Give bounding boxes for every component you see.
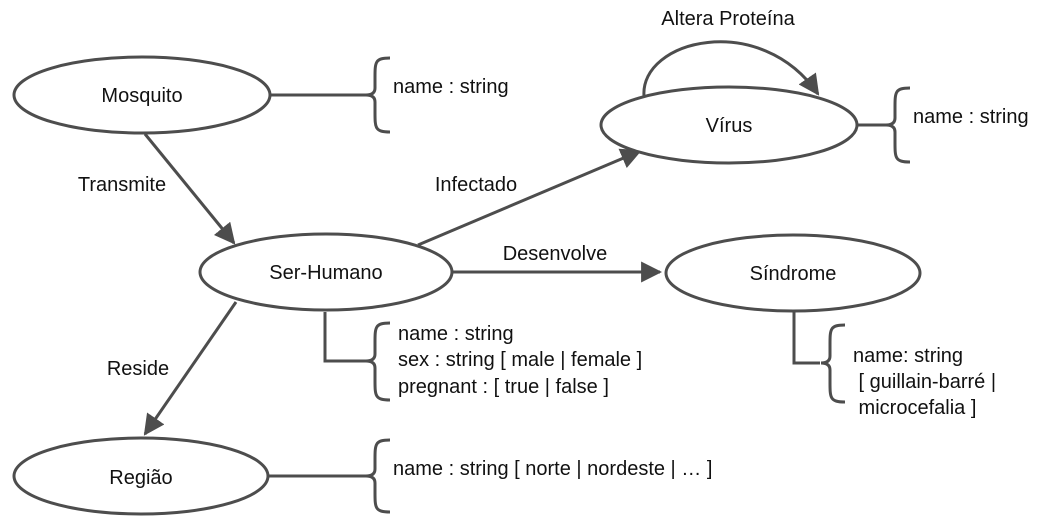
altera-proteina-loop bbox=[642, 40, 820, 97]
mosquito-attr-brace bbox=[365, 56, 391, 134]
ser-humano-attr-1: name : string bbox=[398, 323, 514, 345]
reside-edge bbox=[143, 301, 238, 436]
sindrome-attr-connector bbox=[792, 312, 820, 365]
ser-humano-label: Ser-Humano bbox=[269, 262, 382, 284]
mosquito-node: Mosquito bbox=[12, 55, 272, 135]
infectado-label: Infectado bbox=[435, 174, 517, 196]
sindrome-attr-brace bbox=[820, 323, 846, 404]
virus-attr-brace bbox=[885, 86, 911, 164]
regiao-attr-1: name : string [ norte | nordeste | … ] bbox=[393, 458, 712, 480]
altera-proteina-label: Altera Proteína bbox=[661, 8, 795, 30]
sindrome-attr-3: microcefalia ] bbox=[853, 397, 976, 419]
reside-label: Reside bbox=[107, 358, 169, 380]
ser-humano-attr-brace bbox=[365, 321, 391, 402]
virus-label: Vírus bbox=[706, 115, 753, 137]
regiao-label: Região bbox=[109, 467, 172, 489]
mosquito-label: Mosquito bbox=[101, 85, 182, 107]
sindrome-attr-2: [ guillain-barré | bbox=[853, 371, 996, 393]
virus-attr-1: name : string bbox=[913, 106, 1029, 128]
ser-humano-node: Ser-Humano bbox=[198, 232, 454, 312]
sindrome-node: Síndrome bbox=[664, 233, 922, 313]
virus-node: Vírus bbox=[599, 85, 859, 165]
regiao-node: Região bbox=[12, 436, 270, 516]
transmite-edge bbox=[143, 133, 236, 245]
sindrome-label: Síndrome bbox=[750, 263, 837, 285]
mosquito-attr-1: name : string bbox=[393, 76, 509, 98]
sindrome-attr-1: name: string bbox=[853, 345, 963, 367]
regiao-attr-brace bbox=[365, 438, 391, 514]
transmite-label: Transmite bbox=[78, 174, 166, 196]
ser-humano-attr-2: sex : string [ male | female ] bbox=[398, 349, 642, 371]
infectado-edge bbox=[417, 148, 642, 247]
ser-humano-attr-3: pregnant : [ true | false ] bbox=[398, 376, 609, 398]
desenvolve-label: Desenvolve bbox=[503, 243, 608, 265]
ser-humano-attr-connector bbox=[323, 312, 367, 363]
